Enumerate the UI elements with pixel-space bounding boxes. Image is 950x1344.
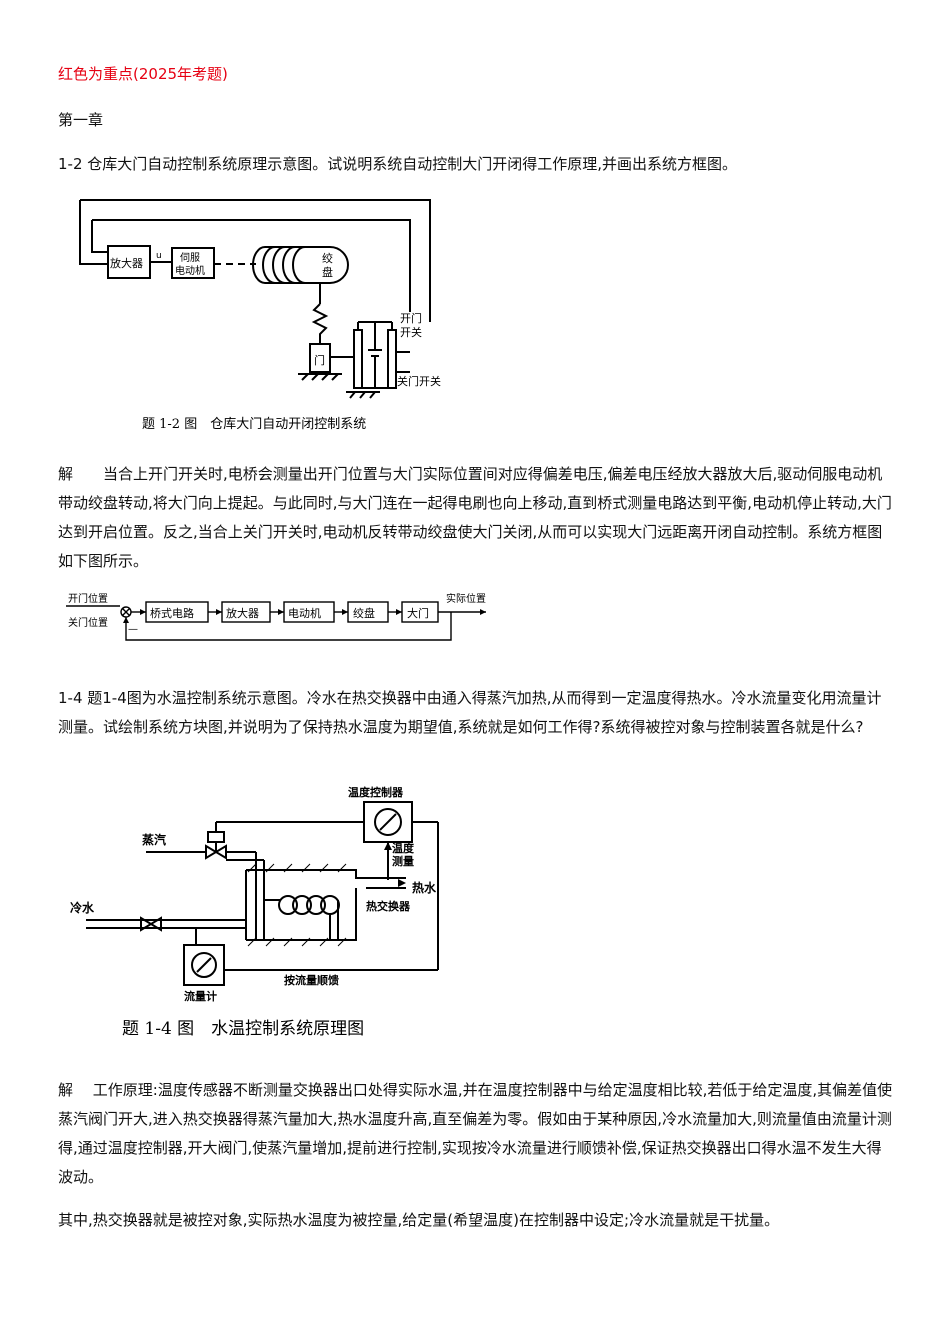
input-close-position: 关门位置 (68, 616, 108, 629)
drum-label-1: 绞 (322, 251, 333, 265)
question-1-4-text: 1-4 题1-4图为水温控制系统示意图。冷水在热交换器中由通入得蒸汽加热,从而得… (58, 689, 882, 736)
cold-water-label: 冷水 (70, 900, 95, 915)
block-door: 大门 (407, 606, 429, 620)
heat-exchanger-label: 热交换器 (366, 899, 411, 913)
door-label: 门 (314, 353, 325, 367)
servo-label-2: 电动机 (175, 264, 205, 277)
temp-controller-label: 温度控制器 (348, 785, 404, 799)
flowmeter-label: 流量计 (184, 989, 217, 1003)
block-bridge: 桥式电路 (150, 607, 194, 620)
chapter-heading: 第一章 (58, 111, 104, 129)
temp-measure-label-1: 温度 (392, 841, 415, 855)
figure-1-4-caption: 题 1-4 图 水温控制系统原理图 (122, 1019, 364, 1039)
temp-measure-label-2: 测量 (392, 854, 414, 868)
answer-1-2: 解 当合上开门开关时,电桥会测量出开门位置与大门实际位置间对应得偏差电压,偏差电… (58, 465, 892, 570)
minus-sign: — (128, 624, 138, 635)
block-motor: 电动机 (288, 606, 321, 620)
answer-1-4: 解 工作原理:温度传感器不断测量交换器出口处得实际水温,并在温度控制器中与给定温… (58, 1081, 893, 1186)
block-amplifier: 放大器 (226, 606, 259, 620)
close-switch-label: 关门开关 (397, 374, 441, 388)
steam-label: 蒸汽 (142, 832, 166, 847)
input-open-position: 开门位置 (68, 592, 108, 605)
question-1-2-text: 1-2 仓库大门自动控制系统原理示意图。试说明系统自动控制大门开闭得工作原理,并… (58, 155, 738, 173)
block-drum: 绞盘 (353, 606, 375, 620)
block-diagram-1-2: 开门位置 关门位置 — 桥式电路 放大器 电动机 绞盘 大门 实际位置 (66, 592, 486, 641)
feedforward-label: 按流量顺馈 (284, 973, 339, 987)
servo-label-1: 伺服 (180, 251, 200, 264)
figure-1-2-caption: 题 1-2 图 仓库大门自动开闭控制系统 (142, 416, 366, 432)
figure-1-4-water-temp-control: 温度控制器 蒸汽 温度 测量 热水 冷水 热交换器 流量计 按流量顺馈 题 1-… (70, 785, 439, 1039)
amplifier-label: 放大器 (110, 256, 143, 270)
drum-label-2: 盘 (322, 265, 333, 279)
hot-water-label: 热水 (412, 880, 437, 895)
output-actual-position: 实际位置 (446, 592, 486, 605)
answer-1-4-conclusion: 其中,热交换器就是被控对象,实际热水温度为被控量,给定量(希望温度)在控制器中设… (58, 1211, 780, 1229)
figure-1-2-gate-control: 放大器 u 伺服 电动机 绞 盘 门 开门 开关 关门开关 题 1-2 图 仓库… (79, 199, 441, 432)
open-switch-label-1: 开门 (400, 311, 422, 325)
open-switch-label-2: 开关 (400, 325, 422, 339)
key-points-note: 红色为重点(2025年考题) (58, 65, 228, 83)
voltage-u-label: u (156, 251, 162, 261)
